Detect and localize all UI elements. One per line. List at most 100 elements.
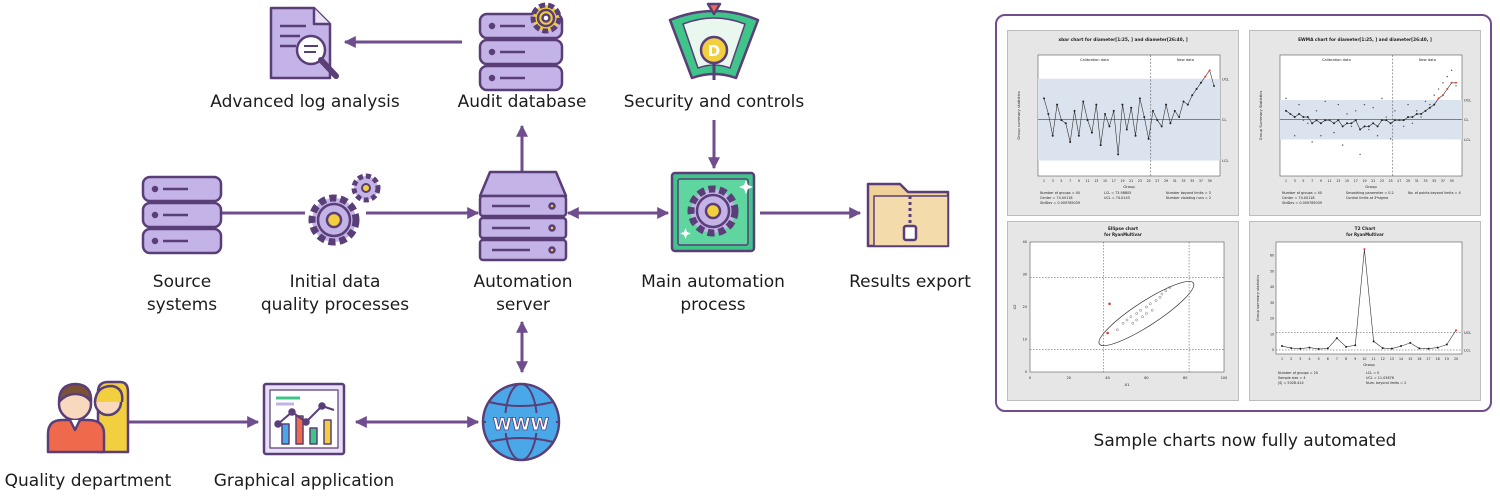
phase-label-calibration: Calibration data	[1322, 58, 1351, 62]
raw-point	[1433, 94, 1435, 96]
data-point	[1186, 103, 1189, 106]
x-tick-label: 40	[1105, 376, 1109, 380]
raw-point	[1407, 103, 1409, 106]
server-icon	[478, 170, 568, 262]
data-point	[1350, 122, 1353, 125]
data-point	[1160, 125, 1163, 128]
raw-point	[1294, 135, 1296, 137]
x-tick-label: 11	[1372, 357, 1376, 361]
data-point	[1385, 119, 1388, 122]
x-tick-label: 20	[1067, 376, 1071, 380]
label-log-analysis: Advanced log analysis	[210, 92, 400, 112]
data-point	[1151, 109, 1154, 112]
document-search-icon	[269, 6, 339, 80]
raw-point	[1376, 135, 1379, 137]
data-point	[1160, 292, 1164, 296]
x-tick-label: 60	[1144, 376, 1148, 380]
data-point	[1359, 128, 1362, 131]
stats-text: Number beyond limits = 3	[1166, 191, 1211, 195]
chart-subtitle: for RyanMultivar	[1346, 232, 1384, 237]
limit-label-ucl: UCL	[1222, 77, 1229, 81]
data-point	[1376, 125, 1379, 128]
data-point	[1436, 346, 1439, 349]
data-point	[1372, 340, 1375, 343]
raw-point	[1333, 131, 1335, 134]
data-point	[1173, 109, 1176, 112]
data-point	[1117, 153, 1120, 156]
data-point	[1104, 112, 1107, 115]
x-tick-label: 20	[1454, 357, 1458, 361]
raw-point	[1315, 110, 1318, 112]
raw-point	[1442, 82, 1444, 84]
y-axis-label: Group summary statistics	[1016, 91, 1021, 140]
chart-title: EWMA chart for diameter[1:25, ] and diam…	[1298, 37, 1432, 43]
y-tick-label: 40	[1023, 240, 1027, 244]
x-tick-label: 23	[1138, 179, 1142, 183]
data-point	[1069, 140, 1072, 143]
data-point	[1437, 97, 1440, 100]
y-axis-label: X2	[1012, 304, 1017, 310]
raw-point	[1385, 116, 1387, 118]
data-point	[1086, 119, 1089, 122]
ewma-chart-panel: EWMA chart for diameter[1:25, ] and diam…	[1249, 30, 1481, 216]
x-tick-label: 27	[1397, 179, 1401, 183]
data-point	[1139, 308, 1142, 312]
x-tick-label: 25	[1389, 179, 1393, 183]
raw-point	[1394, 110, 1396, 112]
stats-text: |S| = 5028.414	[1278, 381, 1304, 385]
stats-text: LCL = 73.98805	[1104, 191, 1131, 195]
x-tick-label: 17	[1112, 179, 1116, 183]
x-tick-label: 6	[1327, 357, 1329, 361]
source-database-icon	[141, 175, 223, 255]
raw-point	[1328, 119, 1331, 121]
raw-point	[1402, 125, 1405, 128]
data-point	[1108, 302, 1111, 306]
chart-title: xbar chart for diameter[1:25, ] and diam…	[1058, 37, 1187, 43]
x-tick-label: 39	[1450, 179, 1454, 183]
data-point	[1354, 119, 1357, 122]
y-tick-label: 40	[1270, 285, 1274, 289]
data-point	[1372, 122, 1375, 125]
raw-point	[1307, 122, 1309, 124]
x-tick-label: 17	[1426, 357, 1430, 361]
data-point	[1415, 112, 1418, 115]
data-point	[1319, 122, 1322, 125]
ewma-chart: EWMA chart for diameter[1:25, ] and diam…	[1258, 37, 1471, 205]
data-point	[1308, 346, 1311, 349]
chart-subtitle: for RyanMultivar	[1104, 232, 1142, 237]
x-tick-label: 19	[1362, 179, 1366, 183]
data-point	[1427, 347, 1430, 350]
xbar-chart-panel: xbar chart for diameter[1:25, ] and diam…	[1007, 30, 1239, 216]
data-point	[1332, 122, 1335, 125]
xbar-chart: xbar chart for diameter[1:25, ] and diam…	[1016, 37, 1229, 205]
data-point	[1108, 125, 1111, 128]
data-point	[1450, 81, 1453, 84]
data-point	[1135, 318, 1138, 322]
x-tick-label: 9	[1320, 179, 1322, 183]
raw-point	[1337, 103, 1340, 106]
data-point	[1125, 128, 1128, 131]
confidence-ellipse	[1098, 281, 1195, 346]
y-tick-label: 50	[1270, 269, 1274, 273]
x-tick-label: 7	[1311, 179, 1313, 183]
phase-label-calibration: Calibration data	[1080, 58, 1109, 62]
data-point	[1056, 103, 1059, 106]
raw-point	[1429, 103, 1431, 106]
data-point	[1363, 248, 1366, 251]
x-tick-label: 23	[1380, 179, 1384, 183]
x-tick-label: 5	[1318, 357, 1320, 361]
y-tick-label: 60	[1270, 254, 1274, 258]
x-tick-label: 13	[1094, 179, 1098, 183]
data-point	[1147, 137, 1150, 140]
label-audit-database: Audit database	[457, 92, 587, 112]
label-source-systems-2: systems	[146, 295, 218, 315]
data-point	[1150, 308, 1154, 312]
x-tick-label: 31	[1173, 179, 1177, 183]
data-point	[1409, 341, 1412, 344]
y-tick-label: 10	[1023, 338, 1027, 342]
label-charts-caption: Sample charts now fully automated	[1093, 431, 1397, 451]
label-initial-quality-1: Initial data	[289, 272, 381, 292]
raw-point	[1359, 153, 1361, 156]
x-tick-label: 1	[1281, 357, 1283, 361]
